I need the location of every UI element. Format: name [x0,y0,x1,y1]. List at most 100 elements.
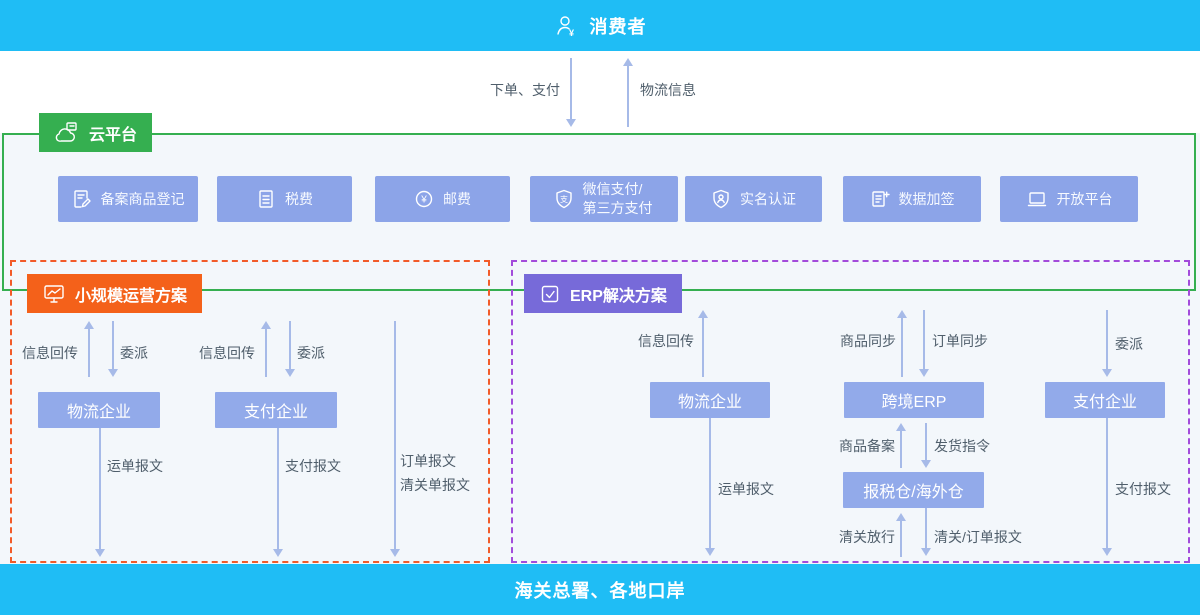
arrowhead [261,321,271,329]
arrow-line [99,428,101,549]
feedback-label: 信息回传 [199,345,255,361]
order-sync-label: 订单同步 [932,333,988,349]
delegate-label: 委派 [120,345,148,361]
arrowhead [1102,548,1112,556]
consumer-bar-title: 消费者 [589,16,647,37]
shield-pay-icon: 支 [554,189,574,209]
small-scale-section-box [10,260,490,563]
service-label: 微信支付/第三方支付 [582,181,653,216]
logistics-info-label: 物流信息 [640,82,696,98]
svg-text:支: 支 [560,194,568,204]
node-payment-enterprise: 支付企业 [1045,382,1165,418]
service-record-goods: 备案商品登记 [58,176,198,222]
svg-text:¥: ¥ [420,195,427,206]
logistics-info-arrow-line [627,66,629,127]
arrow-line [88,329,90,377]
cloud-icon [54,121,80,145]
service-postage: ¥ 邮费 [375,176,510,222]
customs-bar: 海关总署、各地口岸 [0,564,1200,615]
laptop-icon [1026,189,1048,209]
service-label: 邮费 [443,191,471,207]
arrow-line [901,318,903,377]
erp-section-box [511,260,1190,563]
node-payment-enterprise: 支付企业 [215,392,337,428]
service-label: 备案商品登记 [100,191,185,207]
service-data-sign: 数据加签 [843,176,981,222]
arrow-line [925,508,927,548]
small-scale-title: 小规模运营方案 [75,287,188,305]
shield-user-icon [711,189,731,209]
node-cross-border-erp: 跨境ERP [844,382,984,418]
arrow-line [265,329,267,377]
arrow-line [925,423,927,460]
invoice-icon [256,189,276,209]
order-pay-arrowhead [566,119,576,127]
payment-message-label: 支付报文 [1115,481,1171,497]
goods-record-label: 商品备案 [839,438,895,454]
arrow-line [709,418,711,548]
service-label: 开放平台 [1056,191,1113,207]
small-scale-tag: 小规模运营方案 [27,274,203,313]
stamp-check-icon [539,283,561,305]
node-bonded-warehouse: 报税仓/海外仓 [843,472,984,508]
yen-circle-icon: ¥ [414,189,434,209]
payment-message-label: 支付报文 [285,458,341,474]
arrowhead [896,423,906,431]
arrowhead [896,513,906,521]
clearance-message-label: 清关单报文 [400,477,470,493]
erp-tag: ERP解决方案 [524,274,682,313]
service-open-platform: 开放平台 [1000,176,1138,222]
arrowhead [919,369,929,377]
arrowhead [95,549,105,557]
node-logistics-enterprise: 物流企业 [650,382,770,418]
goods-sync-label: 商品同步 [840,333,896,349]
arrowhead [921,460,931,468]
arrow-line [289,321,291,369]
waybill-message-label: 运单报文 [718,481,774,497]
service-real-name: 实名认证 [685,176,822,222]
arrowhead [705,548,715,556]
delegate-label: 委派 [297,345,325,361]
feedback-label: 信息回传 [638,333,694,349]
clearance-release-label: 清关放行 [839,529,895,545]
service-label: 税费 [285,191,313,207]
arrowhead [84,321,94,329]
user-yen-icon: ¥ [554,13,580,39]
arrowhead [390,549,400,557]
arrowhead [273,549,283,557]
feedback-label: 信息回传 [22,345,78,361]
clearance-order-message-label: 清关/订单报文 [934,529,1022,545]
node-logistics-enterprise: 物流企业 [38,392,160,428]
arrowhead [921,548,931,556]
monitor-chart-icon [42,283,66,305]
service-wechat-pay: 支 微信支付/第三方支付 [530,176,678,222]
cloud-platform-tag: 云平台 [39,113,153,152]
arrow-line [900,521,902,557]
arrow-line [394,321,396,549]
order-pay-arrow-line [570,58,572,119]
arrow-line [702,318,704,377]
svg-text:¥: ¥ [569,28,575,38]
arrowhead [698,310,708,318]
doc-edit-icon [72,189,92,209]
cloud-platform-title: 云平台 [89,126,138,144]
arrowhead [285,369,295,377]
service-tax: 税费 [217,176,352,222]
arrowhead [897,310,907,318]
arrow-line [1106,310,1108,369]
order-pay-label: 下单、支付 [490,82,560,98]
arrow-line [1106,418,1108,548]
doc-plus-icon [870,189,890,209]
erp-title: ERP解决方案 [570,287,667,305]
waybill-message-label: 运单报文 [107,458,163,474]
arrow-line [112,321,114,369]
order-message-label: 订单报文 [400,453,456,469]
service-label: 实名认证 [740,191,796,207]
arrow-line [277,428,279,549]
ship-order-label: 发货指令 [934,438,990,454]
arrowhead [108,369,118,377]
service-label: 数据加签 [898,191,955,207]
logistics-info-arrowhead [623,58,633,66]
consumer-bar: ¥ 消费者 [0,0,1200,51]
